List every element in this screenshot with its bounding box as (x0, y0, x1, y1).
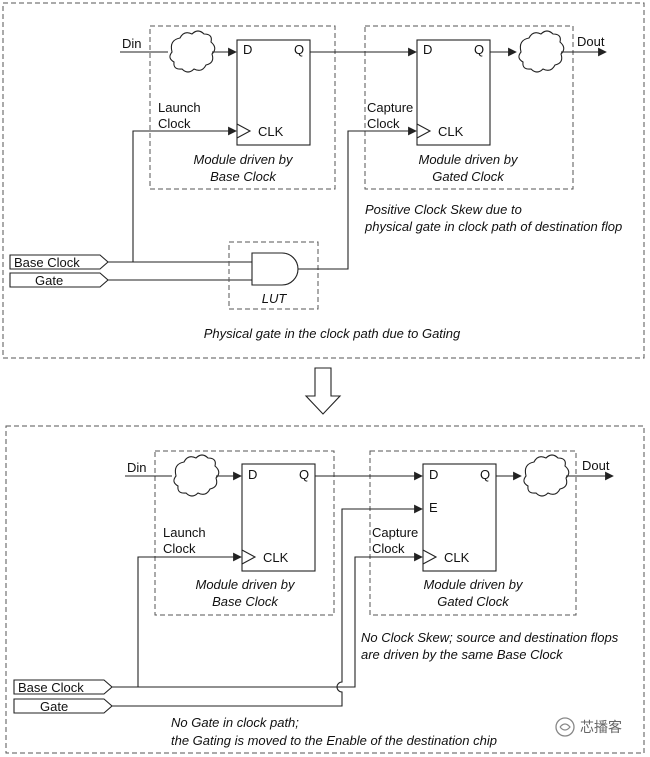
bottom-cloud1-icon (173, 454, 220, 497)
top-cloud2-icon (518, 30, 565, 73)
bottom-launch-label-2: Clock (163, 541, 196, 556)
top-skew-note-1: Positive Clock Skew due to (365, 202, 522, 217)
bottom-module2-box (369, 450, 577, 616)
watermark-logo-icon (555, 717, 575, 737)
bottom-ff2-clk-triangle (422, 549, 438, 565)
bottom-din-label: Din (127, 460, 147, 475)
bottom-capture-label-2: Clock (372, 541, 405, 556)
top-ff1-clk: CLK (258, 124, 284, 139)
top-module2-box (364, 25, 574, 190)
bottom-ff2-box (422, 463, 497, 572)
top-ff2-clk-triangle (416, 123, 432, 139)
bottom-ff2-d: D (429, 467, 438, 482)
bottom-module1-box (154, 450, 335, 616)
top-lut-box (228, 241, 319, 310)
watermark-logo-mark (559, 723, 571, 731)
top-capture-label-1: Capture (367, 100, 413, 115)
bottom-capture-clock-wire (138, 552, 423, 688)
bottom-caption-1: No Gate in clock path; (171, 715, 299, 730)
bottom-gate-label: Gate (40, 699, 68, 714)
watermark: 芯播客 (555, 717, 622, 737)
bottom-ff2-q: Q (480, 467, 490, 482)
bottom-skew-note-1: No Clock Skew; source and destination fl… (361, 630, 619, 645)
bottom-launch-clock-wire (137, 552, 242, 687)
bottom-ff1-q: Q (299, 467, 309, 482)
watermark-text: 芯播客 (580, 719, 622, 736)
bottom-gate-enable-wire (112, 504, 423, 707)
bottom-skew-note-2: are driven by the same Base Clock (361, 647, 564, 662)
top-module1-caption-2: Base Clock (210, 169, 277, 184)
bottom-dout-label: Dout (582, 458, 610, 473)
transition-down-arrow-icon (304, 367, 342, 415)
top-ff2-q: Q (474, 42, 484, 57)
bottom-base-clock-port (13, 679, 113, 695)
bottom-ff2-e: E (429, 500, 438, 515)
top-module1-box (149, 25, 336, 190)
top-launch-label-2: Clock (158, 116, 191, 131)
bottom-ff1-clk-triangle (241, 549, 257, 565)
top-launch-label-1: Launch (158, 100, 201, 115)
bottom-ff2-clk: CLK (444, 550, 470, 565)
top-module1-caption-1: Module driven by (194, 152, 294, 167)
bottom-module1-caption-2: Base Clock (212, 594, 279, 609)
top-panel-border (2, 2, 645, 359)
bottom-caption-2: the Gating is moved to the Enable of the… (171, 733, 497, 748)
top-ff1-q: Q (294, 42, 304, 57)
bottom-base-clock-label: Base Clock (18, 680, 84, 695)
top-din-label: Din (122, 36, 142, 51)
top-gate-label: Gate (35, 273, 63, 288)
top-launch-clock-wire (132, 126, 237, 262)
bottom-panel-border (5, 425, 645, 754)
top-base-clock-label: Base Clock (14, 255, 80, 270)
top-caption: Physical gate in the clock path due to G… (204, 326, 461, 341)
top-ff1-d: D (243, 42, 252, 57)
bottom-module2-caption-2: Gated Clock (437, 594, 510, 609)
top-base-clock-port (9, 254, 109, 270)
top-skew-note-2: physical gate in clock path of destinati… (364, 219, 622, 234)
top-ff2-clk: CLK (438, 124, 464, 139)
top-ff1-box (236, 39, 311, 146)
top-ff2-box (416, 39, 491, 146)
bottom-cloud2-icon (523, 454, 570, 497)
bottom-module2-caption-1: Module driven by (424, 577, 524, 592)
top-module2-caption-1: Module driven by (419, 152, 519, 167)
top-ff1-clk-triangle (236, 123, 252, 139)
top-capture-clock-wire (322, 126, 417, 270)
bottom-ff1-box (241, 463, 316, 572)
top-gate-port (9, 272, 109, 288)
bottom-capture-label-1: Capture (372, 525, 418, 540)
top-module2-caption-2: Gated Clock (432, 169, 505, 184)
bottom-ff1-d: D (248, 467, 257, 482)
top-dout-label: Dout (577, 34, 605, 49)
bottom-module1-caption-1: Module driven by (196, 577, 296, 592)
top-ff2-d: D (423, 42, 432, 57)
bottom-gate-port (13, 698, 113, 714)
top-and-gate-icon (251, 252, 299, 286)
bottom-ff1-clk: CLK (263, 550, 289, 565)
top-lut-label: LUT (262, 291, 288, 306)
bottom-launch-label-1: Launch (163, 525, 206, 540)
top-cloud1-icon (169, 30, 216, 73)
top-capture-label-2: Clock (367, 116, 400, 131)
